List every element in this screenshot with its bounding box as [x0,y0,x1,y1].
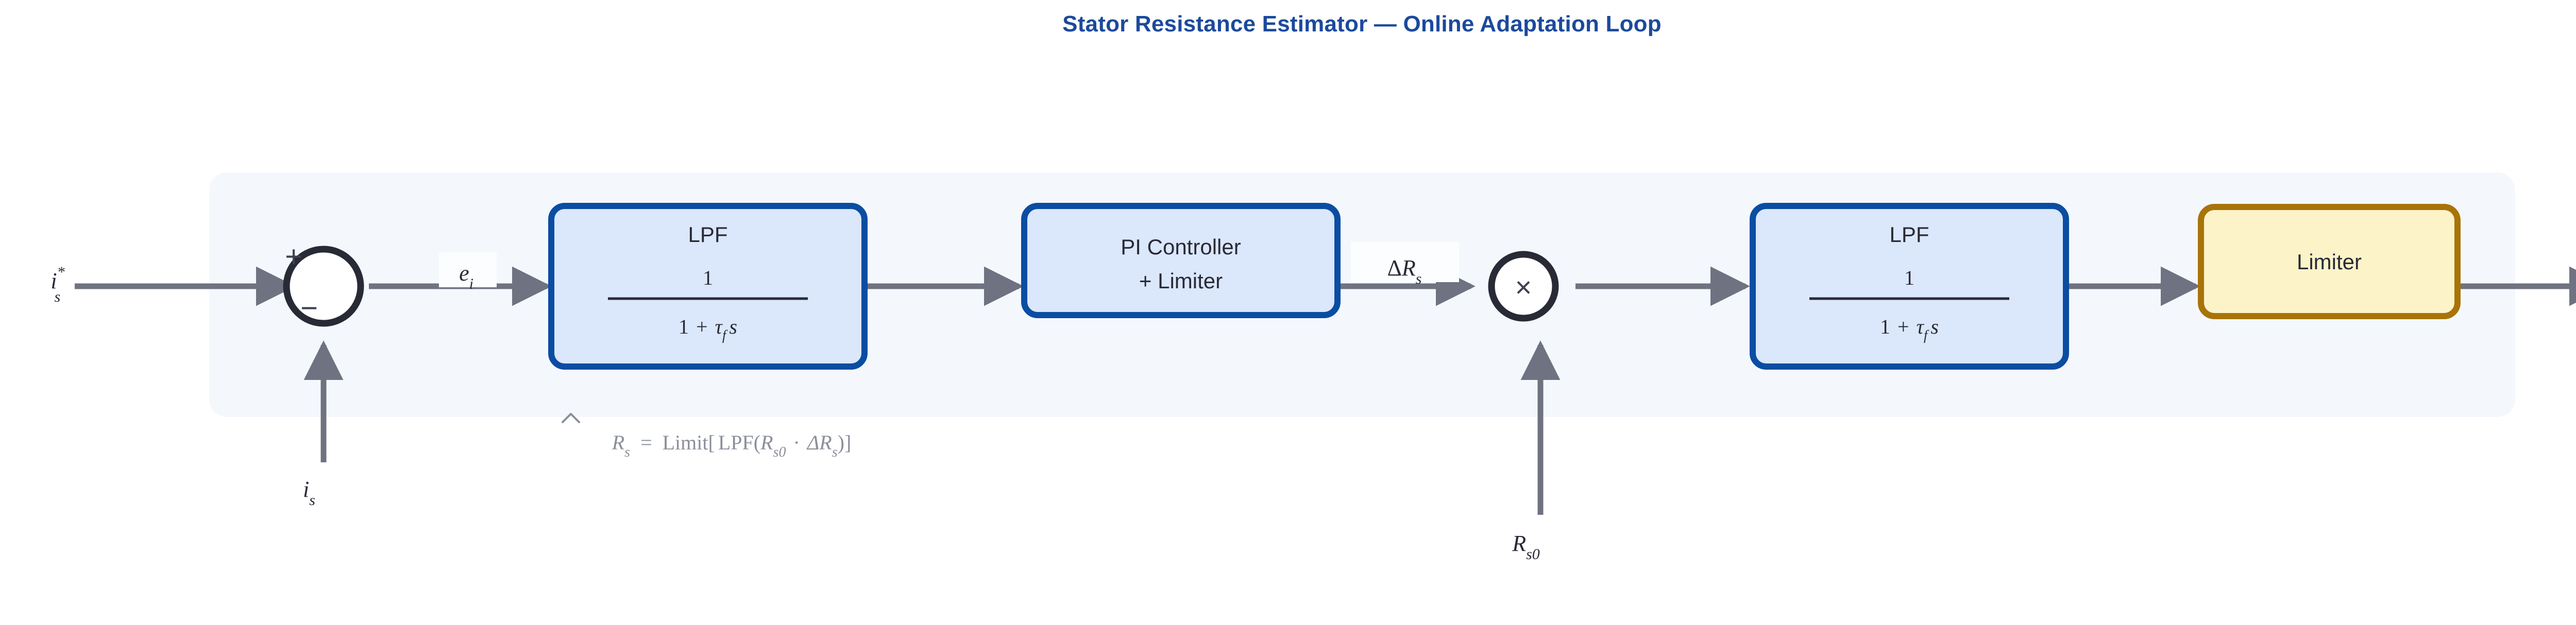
label-ei-sub: i [469,275,473,292]
sum-plus-sign: + [285,240,302,273]
lpf-2-den-plus: + [1897,315,1909,338]
lpf-1-den-s: s [729,315,737,338]
eq-dot: · [793,431,800,454]
eq-bracket-close: ] [844,431,851,454]
eq-lhs-sub: s [624,444,630,460]
label-rs0-sub: s0 [1526,546,1540,563]
label-dr-base: R [1401,255,1416,281]
eq-arg2: ΔR [806,431,832,454]
lpf-1-title: LPF [688,222,727,247]
label-bg-delta-r [1351,242,1459,282]
label-rs0-base: R [1512,531,1526,556]
multiply-glyph: × [1515,271,1532,303]
label-delta-resistance: ΔRs [1387,255,1422,287]
eq-arg1-base: R [760,431,773,454]
lpf-1-numerator: 1 [703,266,713,289]
eq-lhs-base: R [612,431,624,454]
eq-limit: Limit [663,431,708,454]
label-nominal-resistance: Rs0 [1512,531,1540,563]
sum-minus-sign: − [300,291,318,325]
eq-paren-close: ) [838,431,844,454]
label-dr-prefix: Δ [1387,255,1402,281]
pi-controller-line-2: + Limiter [1139,269,1223,293]
sum-junction[interactable] [283,246,364,327]
lpf-1-den-tau: τ [715,315,723,338]
label-iref-sup: * [57,264,65,281]
label-ei-base: e [459,261,469,286]
lpf-2-title: LPF [1889,222,1929,247]
label-current-reference: i* s [50,264,64,305]
eq-bracket-open: [ [708,431,715,454]
label-dr-sub: s [1416,270,1422,287]
lpf-2-numerator: 1 [1904,266,1914,289]
limiter-title: Limiter [2297,250,2362,274]
eq-arg1-sub: s0 [773,444,786,460]
block-pi-controller[interactable] [1021,203,1341,318]
page-title: Stator Resistance Estimator — Online Ada… [1062,11,1662,37]
eq-lpf: LPF [718,431,754,454]
hat-accent-caption [562,413,580,423]
block-lpf-1[interactable] [548,203,868,370]
lpf-1-den-tau-sub: f [722,327,728,343]
label-is-sub: s [309,492,315,509]
lpf-1-den-plus: + [696,315,708,338]
label-measured-current: is [303,477,315,509]
lpf-1-den-one: 1 [679,315,689,338]
eq-equals: = [640,431,652,454]
block-lpf-2[interactable] [1750,203,2069,370]
label-current-error: ei [459,261,473,292]
lpf-2-den-one: 1 [1880,315,1890,338]
lpf-2-den-s: s [1930,315,1939,338]
lpf-2-den-tau: τ [1917,315,1925,338]
pi-controller-line-1: PI Controller [1121,235,1241,259]
label-is-base: i [303,477,309,502]
eq-arg2-sub: s [832,444,838,460]
multiply-junction[interactable] [1488,251,1559,322]
label-bg-error [439,252,497,287]
estimator-equation: Rs=Limit[LPF(Rs0·ΔRs)] [612,431,852,460]
label-iref-base: i [50,268,57,293]
block-limiter[interactable] [2198,204,2461,319]
lpf-2-den-tau-sub: f [1924,327,1929,343]
eq-paren-open: ( [754,431,760,454]
label-iref-sub: s [55,288,61,305]
